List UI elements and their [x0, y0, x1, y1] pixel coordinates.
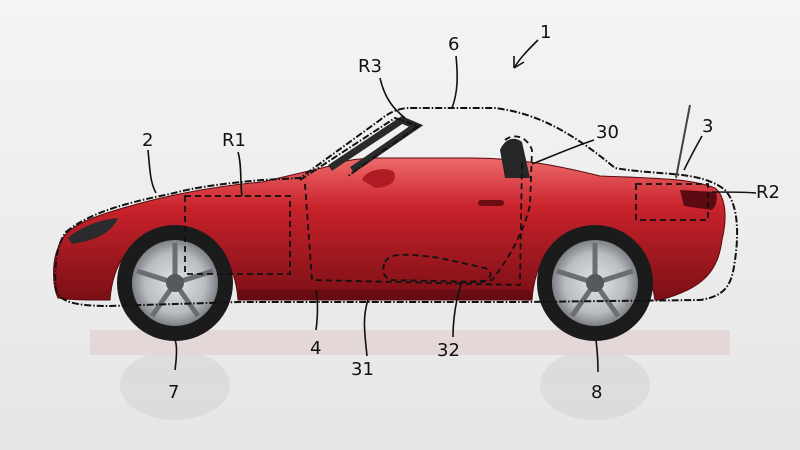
door-outline — [304, 159, 523, 286]
label-r2: R2 — [756, 182, 780, 203]
front-wheel — [117, 225, 233, 341]
label-7: 7 — [168, 382, 179, 403]
label-32: 32 — [437, 340, 460, 361]
label-31: 31 — [351, 359, 374, 380]
seat-cushion-outline — [382, 253, 492, 283]
rear-wheel — [537, 225, 653, 341]
seat-outline — [454, 135, 533, 284]
label-r3: R3 — [358, 56, 382, 77]
door-handle — [478, 200, 504, 206]
region-r2 — [635, 183, 709, 221]
label-1: 1 — [540, 22, 551, 43]
label-3: 3 — [702, 116, 713, 137]
label-8: 8 — [591, 382, 602, 403]
headlight — [68, 218, 118, 244]
label-6: 6 — [448, 34, 459, 55]
label-30: 30 — [596, 122, 619, 143]
side-mirror — [362, 169, 395, 188]
label-r1: R1 — [222, 130, 246, 151]
region-r1 — [184, 195, 291, 275]
leader-lines — [147, 39, 757, 373]
label-2: 2 — [142, 130, 153, 151]
label-4: 4 — [310, 338, 321, 359]
antenna — [675, 104, 691, 179]
rocker-panel — [238, 290, 532, 300]
vehicle-outline — [54, 107, 739, 308]
windshield-outline — [299, 116, 421, 181]
